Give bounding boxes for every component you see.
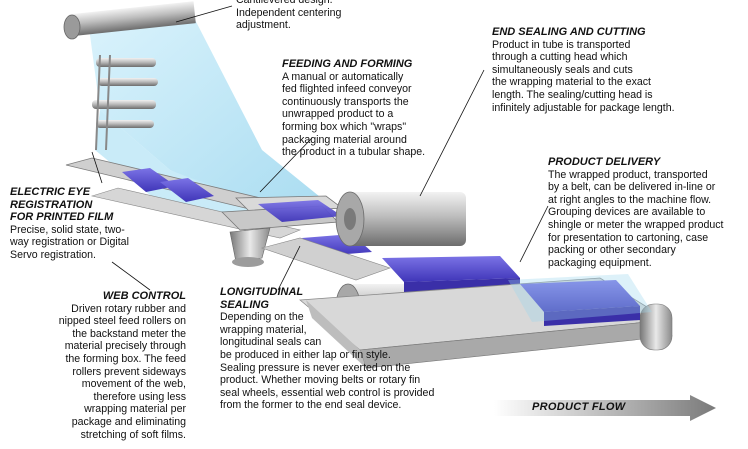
web-control-body: Driven rotary rubber and nipped steel fe… [58,302,186,441]
infeed-product-2 [160,178,214,202]
top-caption-text: Cantilevered design. Independent centeri… [236,0,342,32]
longitudinal-sealing-callout: LONGITUDINAL SEALING Depending on the wr… [220,286,480,412]
feeding-forming-heading: FEEDING AND FORMING [282,58,413,70]
delivered-product-film [508,274,652,322]
infeed-product-1 [122,168,176,192]
delivered-product [520,280,640,312]
product-delivery-body: The wrapped product, transported by a be… [548,168,724,269]
web-control-callout: WEB CONTROL Driven rotary rubber and nip… [30,290,186,441]
feeding-forming-body: A manual or automatically fed flighted i… [282,70,426,159]
backstand-rollers [92,54,158,151]
top-caption: Cantilevered design. Independent centeri… [236,0,396,32]
electric-eye-heading: ELECTRIC EYE REGISTRATION FOR PRINTED FI… [10,186,114,224]
feeding-forming-callout: FEEDING AND FORMING A manual or automati… [282,58,482,159]
end-sealing-callout: END SEALING AND CUTTING Product in tube … [492,26,742,114]
end-sealing-heading: END SEALING AND CUTTING [492,26,646,38]
tube-product [258,200,342,222]
web-control-heading: WEB CONTROL [102,290,186,302]
product-delivery-callout: PRODUCT DELIVERY The wrapped product, tr… [548,156,746,269]
product-delivery-heading: PRODUCT DELIVERY [548,156,661,168]
electric-eye-callout: ELECTRIC EYE REGISTRATION FOR PRINTED FI… [10,186,160,262]
longitudinal-sealing-body: Depending on the wrapping material, long… [220,311,435,412]
seal-rail [260,237,391,281]
product-in-head [382,256,520,282]
end-sealing-body: Product in tube is transported through a… [492,38,675,114]
callout-lines [91,5,549,291]
product-flow-label: PRODUCT FLOW [532,401,626,413]
electric-eye-body: Precise, solid state, two- way registrat… [10,223,129,261]
longitudinal-sealing-heading: LONGITUDINAL SEALING [220,286,304,311]
product-flow-arrow [494,395,716,421]
film-roll [63,1,196,40]
